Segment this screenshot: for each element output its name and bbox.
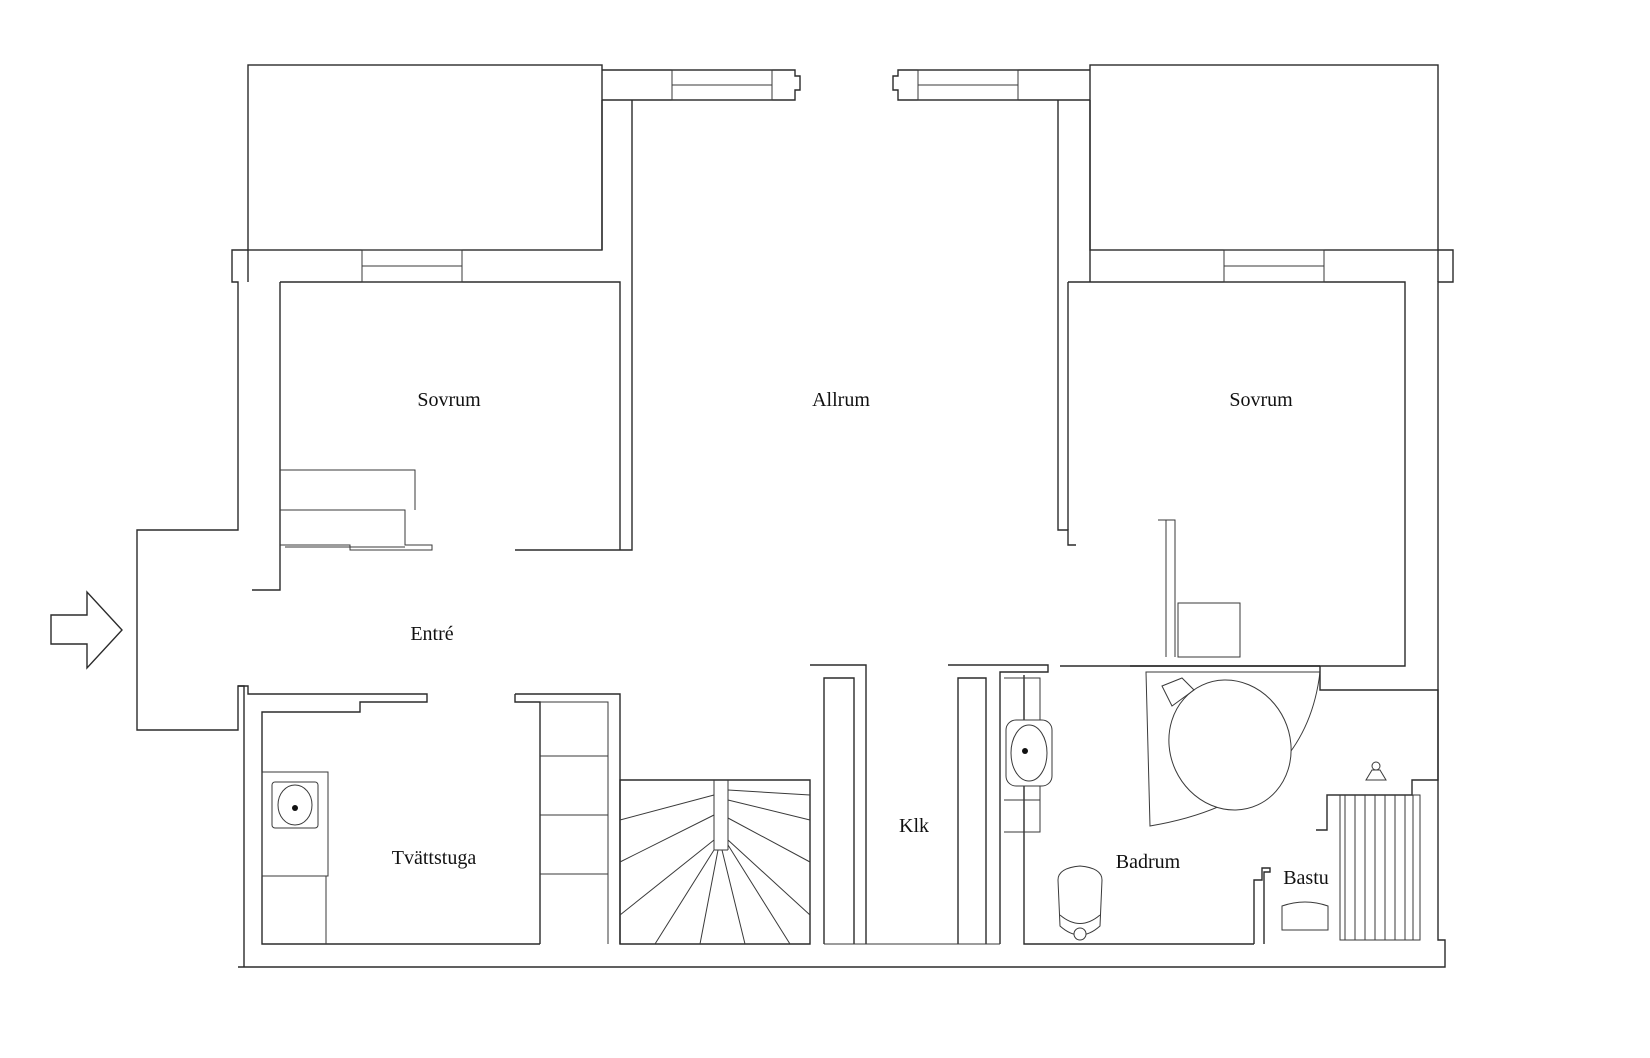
bathroom-sink-bowl xyxy=(1010,724,1048,782)
staircase xyxy=(619,779,811,945)
sauna-walls xyxy=(1253,666,1439,944)
allrum-wall-left xyxy=(515,100,633,551)
room-label-sovrum-right: Sovrum xyxy=(1229,389,1293,411)
balcony-right xyxy=(1089,64,1439,251)
exterior-wall-bottom xyxy=(238,249,1454,968)
balcony-left xyxy=(247,64,603,251)
room-label-allrum: Allrum xyxy=(812,389,870,411)
sauna-stove xyxy=(1281,901,1329,931)
room-label-klk: Klk xyxy=(899,815,929,837)
room-label-sovrum-left: Sovrum xyxy=(417,389,481,411)
exterior-wall-left xyxy=(136,249,248,967)
bathroom-walls xyxy=(1004,665,1321,945)
room-label-badrum: Badrum xyxy=(1116,851,1181,873)
window-allrum-left xyxy=(602,69,801,101)
closet-walls xyxy=(810,664,1049,945)
room-label-tvattstuga: Tvättstuga xyxy=(392,847,477,869)
laundry-walls xyxy=(238,685,621,945)
room-label-bastu: Bastu xyxy=(1283,867,1329,889)
bedroom-right-walls xyxy=(1067,249,1439,667)
window-allrum-right xyxy=(892,69,1090,101)
room-label-entre: Entré xyxy=(410,623,453,645)
bathtub-basin xyxy=(1168,679,1292,811)
bedroom-left-walls xyxy=(247,249,621,591)
allrum-wall-right xyxy=(1057,100,1091,546)
toilet xyxy=(1057,865,1103,936)
entrance-arrow-icon xyxy=(50,590,123,670)
